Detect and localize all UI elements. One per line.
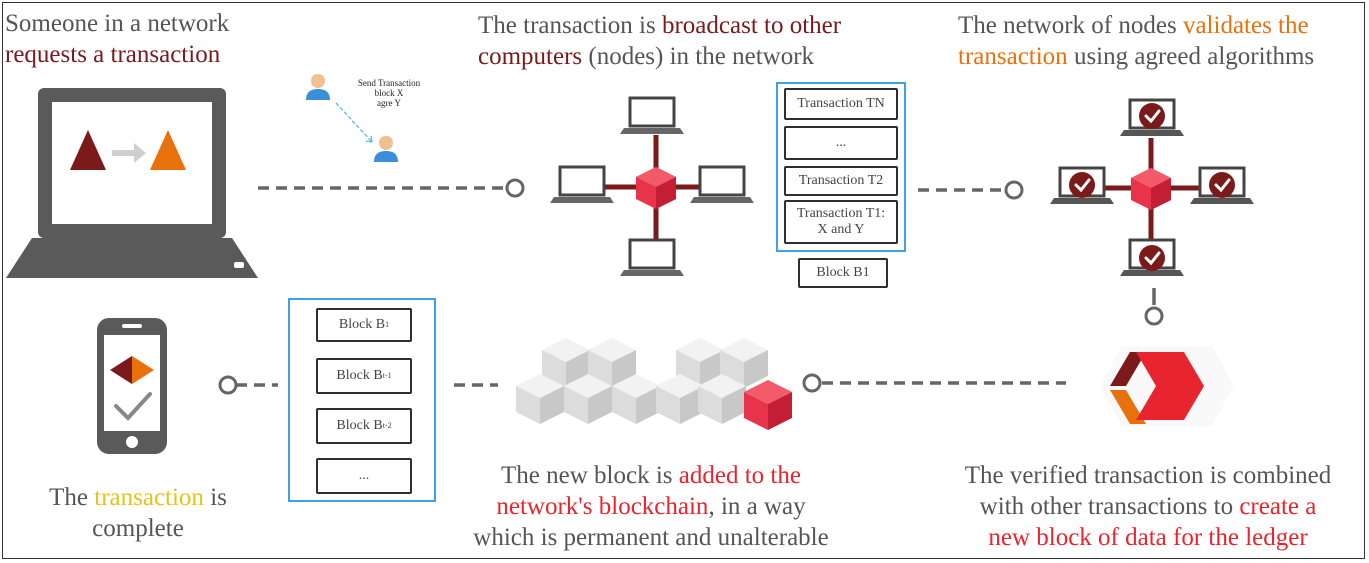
cube-icon <box>636 167 676 209</box>
step4-pre2: with other transactions to <box>979 493 1240 520</box>
step5-line3: which is permanent and unalterable <box>473 524 829 551</box>
step5-highlight1: added to the <box>678 462 801 489</box>
step5-pre1: The new block is <box>501 462 679 489</box>
step4-highlight3: new block of data for the ledger <box>988 524 1308 551</box>
step2-highlight2: computers <box>478 43 583 70</box>
step5-highlight2: network's blockchain <box>496 493 709 520</box>
transaction-ellipsis: ... <box>784 126 898 160</box>
step3-post: using agreed algorithms <box>1067 43 1315 70</box>
laptop-icon <box>6 88 258 278</box>
step5-caption: The new block is added to the network's … <box>446 460 856 553</box>
step4-caption: The verified transaction is combined wit… <box>930 460 1366 553</box>
transaction-t2: Transaction T2 <box>784 166 898 196</box>
step6-highlight1: transaction <box>94 484 204 511</box>
check-icon <box>1137 101 1167 131</box>
step6-pre1: The <box>49 484 95 511</box>
check-icon <box>1207 170 1237 200</box>
chain-block-ellipsis: ... <box>316 458 412 494</box>
step6-line2: complete <box>92 515 184 542</box>
request-note-line1: Send Transaction <box>357 78 421 88</box>
step1-caption: Someone in a network requests a transact… <box>5 8 305 70</box>
hexagon-logo-icon <box>1100 346 1234 426</box>
step2-highlight1: broadcast to other <box>661 12 842 39</box>
sender-user-icon <box>306 74 330 100</box>
step3-highlight2: transaction <box>958 43 1068 70</box>
step3-highlight1: validates the <box>1182 12 1309 39</box>
transaction-t1-line2: X and Y <box>817 222 865 237</box>
transaction-t1: Transaction T1: X and Y <box>784 200 898 244</box>
step3-pre: The network of nodes <box>958 12 1183 39</box>
step6-post1: is <box>203 484 227 511</box>
request-note-line3: agre Y <box>377 98 401 108</box>
check-icon <box>1067 170 1097 200</box>
phone-icon <box>97 318 167 454</box>
step1-line1: Someone in a network <box>5 10 230 37</box>
network-node-icon <box>548 96 756 278</box>
transaction-t1-line1: Transaction T1: <box>796 206 886 221</box>
step2-pre: The transaction is <box>478 12 662 39</box>
chain-block-bt1-main: Block B <box>336 368 383 383</box>
chain-frame <box>288 298 436 502</box>
request-note-line2: block X <box>374 88 404 98</box>
chain-block-b1-main: Block B <box>338 317 386 332</box>
step1-highlight: requests a transaction <box>5 41 221 68</box>
step5-post2: , in a way <box>708 493 806 520</box>
check-icon <box>1137 243 1167 273</box>
step6-caption: The transaction is complete <box>18 482 258 544</box>
blockchain-cubes-icon <box>516 338 792 430</box>
cube-icon <box>1131 168 1171 210</box>
chain-block-bt1-sub: t-1 <box>382 371 392 380</box>
chain-block-b1-sub: 1 <box>385 320 390 329</box>
send-arrow <box>335 102 373 143</box>
pending-block-frame <box>776 82 906 252</box>
receiver-user-icon <box>374 136 398 162</box>
step2-post: (nodes) in the network <box>582 43 815 70</box>
step2-caption: The transaction is broadcast to other co… <box>478 10 918 72</box>
chain-block-bt2-main: Block B <box>336 418 383 433</box>
check-icon <box>114 392 152 421</box>
validating-network-icon <box>1048 98 1256 278</box>
step3-caption: The network of nodes validates the trans… <box>958 10 1368 72</box>
block-b1-label: Block B1 <box>798 258 888 288</box>
request-note: Send Transaction block X agre Y <box>352 78 426 108</box>
new-block-cube <box>744 380 792 430</box>
step4-line1: The verified transaction is combined <box>964 462 1332 489</box>
chain-block-bt2-sub: t-2 <box>382 421 392 430</box>
transaction-tn: Transaction TN <box>784 88 898 120</box>
step4-highlight2: create a <box>1239 493 1317 520</box>
